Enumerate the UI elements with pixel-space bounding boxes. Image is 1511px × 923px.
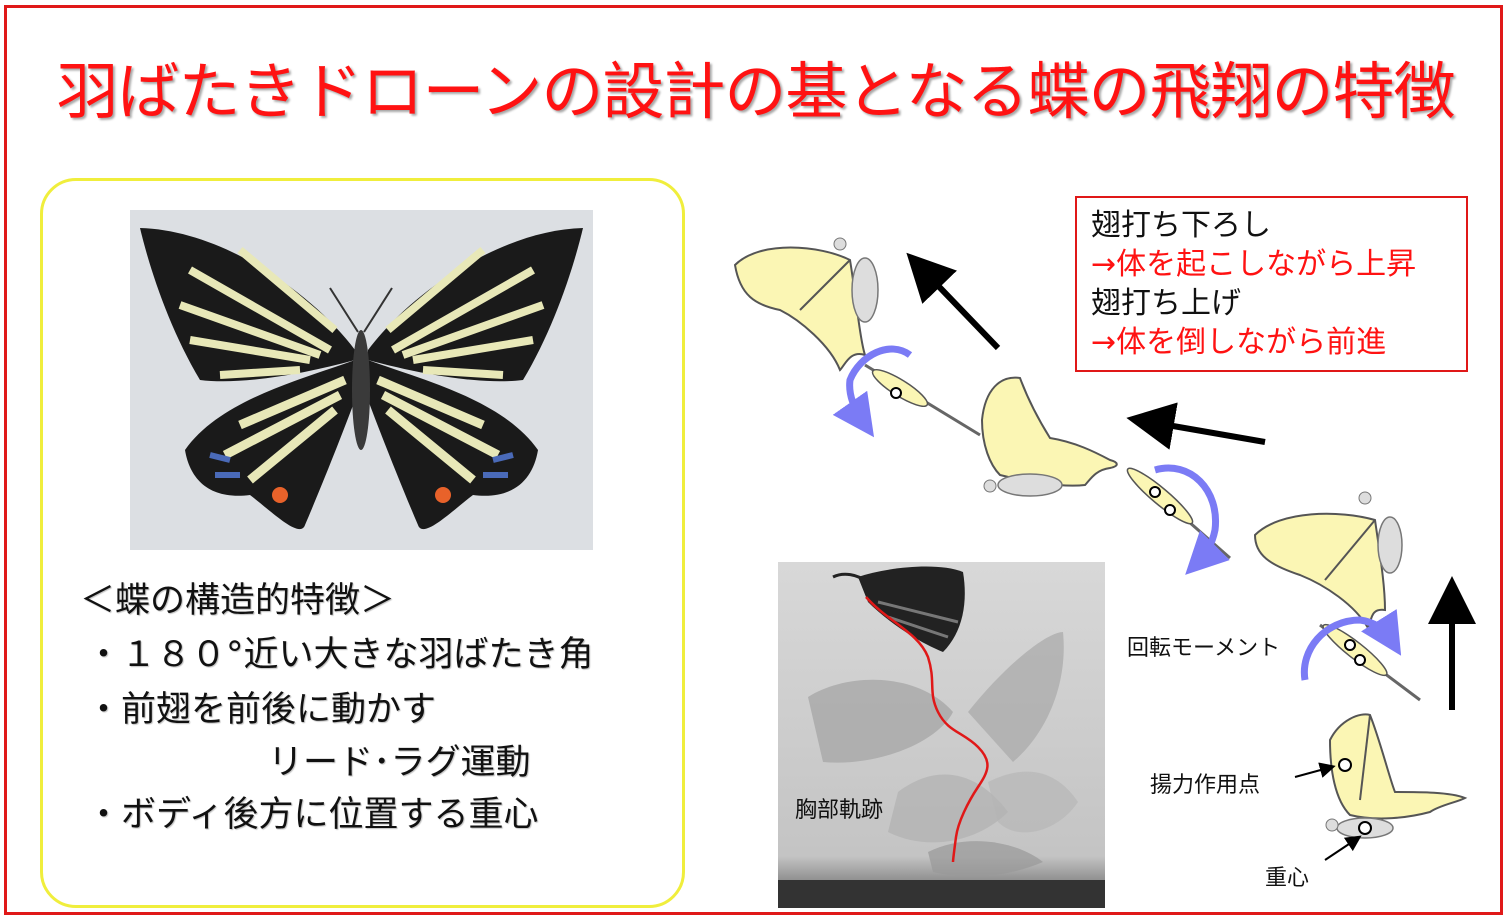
downstroke-effect: →体を起こしながら上昇 xyxy=(1091,247,1417,282)
feature-lead-lag: リード･ラグ運動 xyxy=(268,743,531,783)
thorax-trajectory-label: 胸部軌跡 xyxy=(795,798,884,823)
feature-center-of-gravity: ・ボディ後方に位置する重心 xyxy=(86,795,539,835)
upstroke-effect: →体を倒しながら前進 xyxy=(1091,325,1387,360)
rotation-moment-label: 回転モーメント xyxy=(1127,636,1281,661)
motion-direction-arrow-icon xyxy=(1126,402,1266,450)
lift-point-label: 揚力作用点 xyxy=(1150,773,1261,798)
features-heading: ＜蝶の構造的特徴＞ xyxy=(80,581,396,621)
lift-point-marker xyxy=(1338,758,1352,772)
cog-marker xyxy=(1358,821,1372,835)
butterfly-left-wings xyxy=(140,228,355,530)
flight-sequence-diagram xyxy=(733,237,1476,861)
stroke-effects-box: 翅打ち下ろし →体を起こしながら上昇 翅打ち上げ →体を倒しながら前進 xyxy=(1075,196,1468,372)
downstroke-label: 翅打ち下ろし xyxy=(1091,208,1271,243)
upstroke-label: 翅打ち上げ xyxy=(1091,286,1241,321)
motion-direction-arrow-icon xyxy=(906,252,1001,351)
rotation-arrow-icon xyxy=(1154,464,1230,575)
butterfly-pose-1 xyxy=(733,237,981,437)
feature-forewing-motion: ・前翅を前後に動かす xyxy=(86,690,437,730)
butterfly-pose-3 xyxy=(1253,491,1421,702)
thorax-trajectory-line xyxy=(865,596,989,863)
swallowtail-butterfly-photo xyxy=(130,210,593,550)
center-of-gravity-label: 重心 xyxy=(1265,866,1310,891)
flight-motion-photo xyxy=(778,562,1105,908)
slide-frame xyxy=(4,5,1503,915)
butterfly-body xyxy=(352,330,370,450)
feature-flapping-angle: ・１８０°近い大きな羽ばたき角 xyxy=(86,635,594,675)
rotation-arrow-icon xyxy=(1300,609,1402,681)
slide-title: 羽ばたきドローンの設計の基となる蝶の飛翔の特徴 xyxy=(56,55,1455,128)
butterfly-pose-2 xyxy=(980,376,1231,560)
butterfly-right-wings xyxy=(368,228,583,530)
rotation-arrow-icon xyxy=(832,345,913,438)
butterfly-pose-4 xyxy=(1325,713,1468,839)
